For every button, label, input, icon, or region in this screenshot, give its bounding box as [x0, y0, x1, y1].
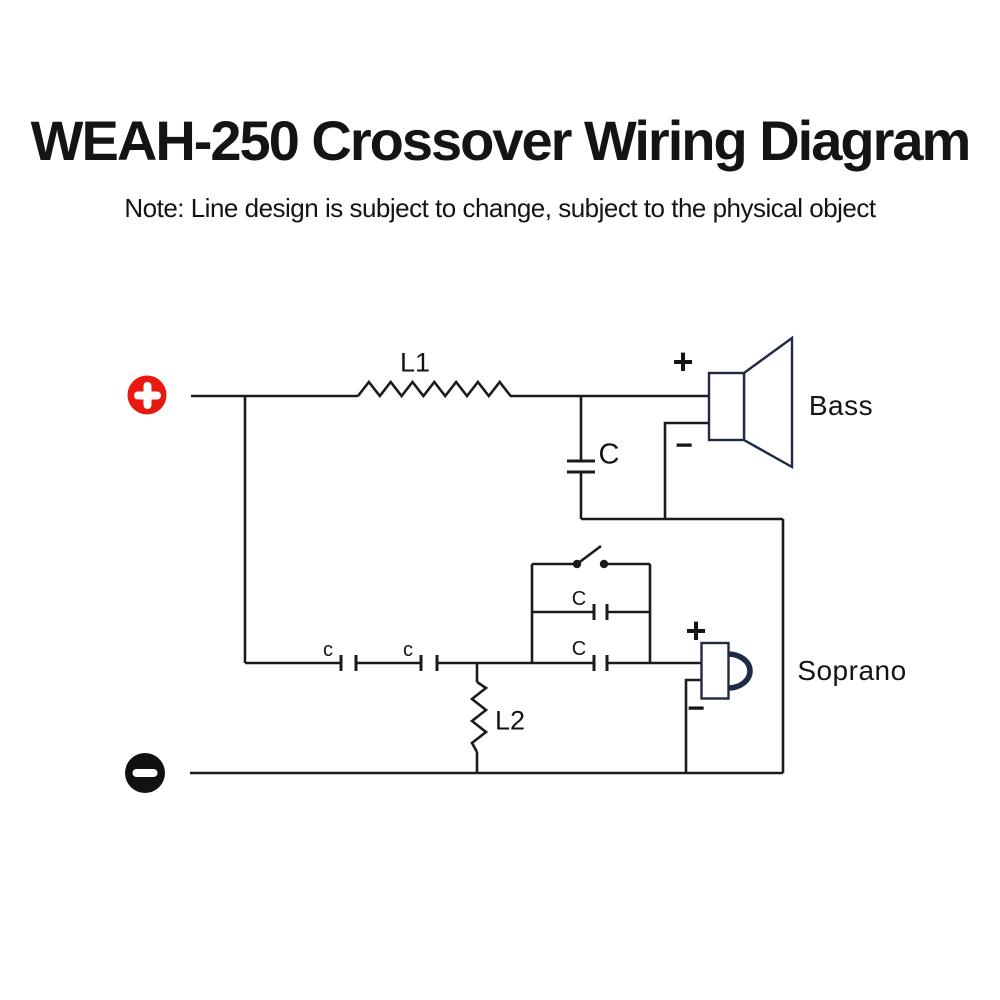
negative-terminal-icon — [125, 753, 165, 793]
soprano-speaker-icon — [700, 641, 753, 700]
soprano-speaker-magnet — [700, 641, 730, 700]
bass-speaker-magnet — [707, 371, 746, 442]
bass-minus-wire — [663, 421, 709, 519]
bass-plus-label: + — [672, 341, 694, 382]
selector-box-edges — [530, 564, 652, 663]
minus-bar — [132, 769, 158, 777]
box-bottom-capacitor-plates — [592, 655, 609, 671]
box-bottom-capacitor-label: C — [571, 638, 587, 660]
series-capacitor-1-plates — [339, 655, 358, 671]
bass-minus-label: − — [675, 429, 693, 462]
wires — [190, 394, 785, 775]
shunt-capacitor-label: C — [598, 438, 620, 471]
page-title: WEAH-250 Crossover Wiring Diagram — [30, 109, 972, 172]
switch-lever — [576, 544, 602, 566]
l2-inductor — [469, 680, 489, 753]
bass-speaker-icon — [707, 335, 794, 470]
soprano-plus-label: + — [685, 610, 707, 651]
switch — [572, 544, 609, 569]
series-capacitor-2-plates — [419, 655, 439, 671]
l2-label: L2 — [494, 705, 526, 736]
switch-contact-right — [599, 559, 609, 569]
box-middle-capacitor-plates — [592, 604, 609, 620]
switch-contact-left — [572, 559, 582, 569]
soprano-speaker-dome — [727, 651, 753, 691]
series-capacitor-2-label: c — [403, 639, 413, 661]
plus-bar-vertical — [143, 381, 151, 409]
box-middle-capacitor-label: C — [571, 588, 587, 610]
bass-speaker-cone — [742, 335, 794, 470]
page-subtitle: Note: Line design is subject to change, … — [124, 193, 876, 223]
series-capacitor-1-label: c — [323, 639, 333, 661]
bass-label: Bass — [808, 390, 874, 421]
soprano-label: Soprano — [797, 655, 907, 686]
soprano-minus-label: − — [687, 692, 705, 725]
soprano-minus-wire — [684, 678, 702, 773]
l1-inductor — [356, 379, 512, 399]
positive-terminal-icon — [127, 375, 167, 415]
capacitor-plates — [339, 459, 609, 671]
l1-label: L1 — [399, 347, 431, 378]
shunt-capacitor-plates — [567, 459, 595, 474]
